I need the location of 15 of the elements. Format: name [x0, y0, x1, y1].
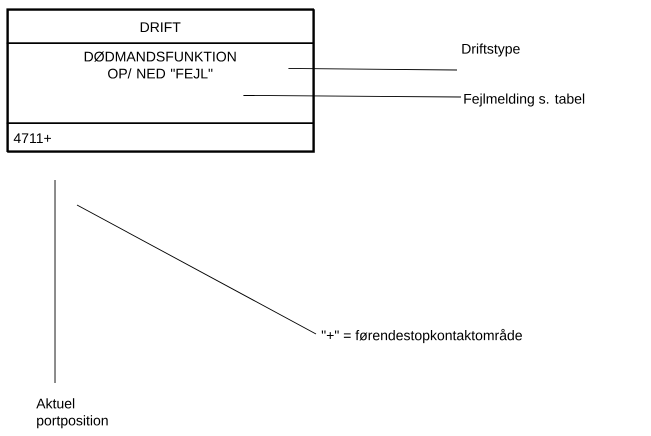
callout-text: "+" = førendestopkontaktområde [322, 328, 522, 344]
display-row [6, 42, 314, 124]
row-text: DØDMANDSFUNKTION OP/ NED "FEJL" [84, 51, 236, 79]
display-row [6, 8, 314, 44]
leader-line [288, 68, 458, 70]
callout-text: Aktuel portposition [36, 398, 108, 428]
leader-line [242, 94, 462, 98]
display-row [6, 122, 314, 152]
row-text: DRIFT [140, 22, 180, 32]
leader-line [76, 204, 316, 334]
callout-text: Fejlmelding s. tabel [464, 93, 584, 107]
callout-text: Driftstype [462, 43, 520, 57]
row-text: 4711+ [14, 133, 51, 143]
leader-line [54, 180, 56, 384]
display-box [7, 9, 315, 153]
